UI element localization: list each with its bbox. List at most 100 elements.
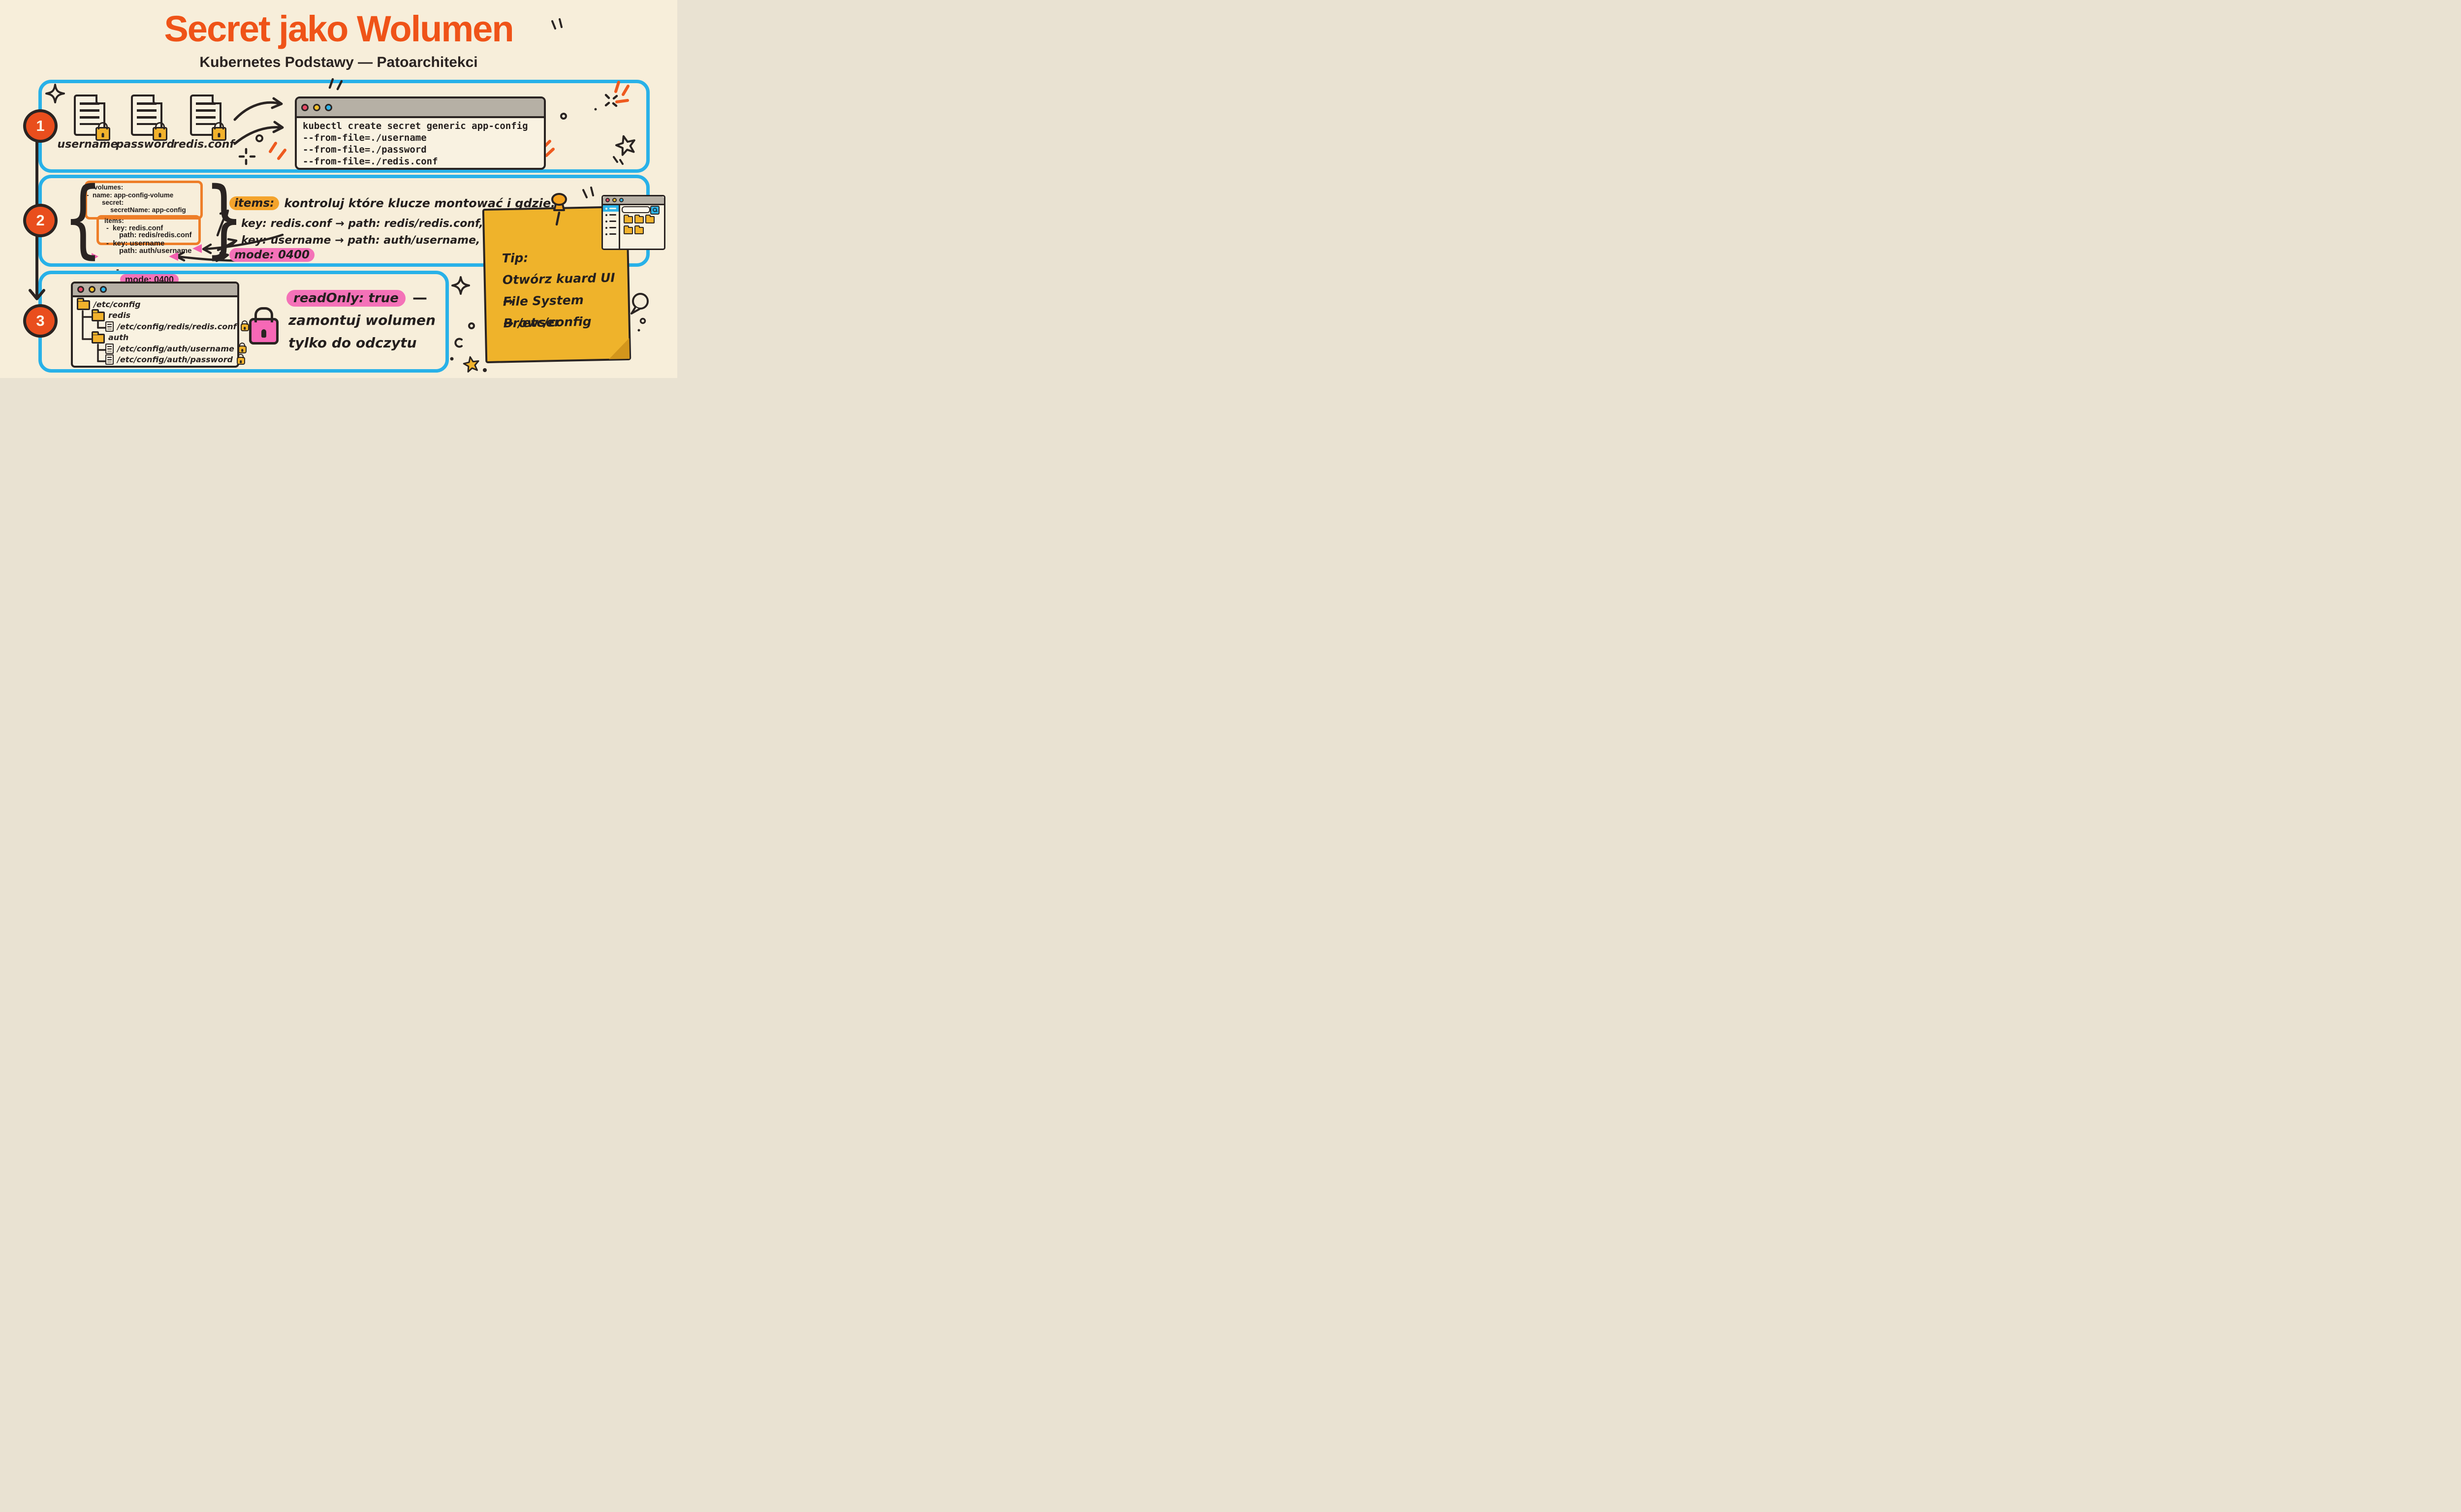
window-dot-red	[605, 198, 610, 202]
readonly-line-3: tylko do odczytu	[288, 335, 417, 351]
terminal-body: kubectl create secret generic app-config…	[303, 120, 541, 167]
terminal-line: --from-file=./password	[303, 144, 427, 155]
text-lines	[137, 102, 157, 125]
window-dot-blue	[100, 286, 107, 293]
folded-corner	[212, 94, 221, 104]
lock-icon	[238, 346, 247, 354]
infographic-canvas: Secret jako Wolumen Kubernetes Podstawy …	[0, 0, 677, 378]
lock-icon	[153, 127, 167, 141]
file-label: password	[116, 138, 175, 151]
tree: /etc/config redis /etc/config/redis/redi…	[73, 298, 249, 366]
file-icon-username	[74, 94, 110, 141]
terminal-line: --from-file=./redis.conf	[303, 156, 438, 167]
folder-icon	[77, 298, 90, 311]
dot-decoration	[450, 357, 454, 361]
tree-row: redis	[73, 309, 237, 321]
window-dot-blue	[325, 103, 332, 111]
tree-label: /etc/config/redis/redis.conf	[117, 321, 237, 331]
speech-bubble-icon	[631, 293, 649, 315]
file-tree-window: /etc/config redis /etc/config/redis/redi…	[71, 282, 249, 368]
folder-icon	[645, 215, 655, 223]
tree-label: /etc/config/auth/password	[117, 355, 233, 365]
terminal-window: kubectl create secret generic app-config…	[295, 96, 546, 170]
folded-corner	[95, 94, 105, 104]
browser-sidebar	[603, 204, 620, 249]
tree-row: /etc/config/redis/redis.conf	[73, 321, 249, 332]
dot-decoration	[637, 329, 640, 332]
highlight-box-volumes	[85, 181, 203, 220]
callout-row-items: items: kontroluj które klucze montować i…	[229, 196, 556, 210]
pushpin-icon	[551, 193, 567, 226]
window-dot-yellow	[313, 103, 320, 111]
step-badge-2: 2	[23, 204, 58, 237]
tree-row: auth	[73, 331, 237, 344]
step-number: 1	[36, 117, 45, 134]
window-titlebar	[73, 284, 237, 297]
folder-icon	[623, 215, 633, 223]
brace-left: {	[63, 169, 103, 268]
file-icon	[105, 343, 114, 354]
text-lines	[196, 102, 216, 125]
file-label: username	[57, 138, 118, 151]
file-label: redis.conf	[173, 138, 234, 151]
tree-label: /etc/config/auth/username	[117, 344, 234, 353]
window-dot-yellow	[89, 286, 95, 293]
yaml-line: - key: redis.conf	[106, 224, 163, 232]
c-curve-decoration	[454, 338, 463, 348]
tree-connectors	[82, 310, 106, 362]
highlight-box-items	[96, 215, 201, 245]
text-lines	[80, 102, 99, 125]
tree-label: /etc/config	[94, 299, 141, 309]
yaml-line: volumes:	[94, 184, 124, 191]
lock-icon	[95, 127, 110, 141]
step-badge-3: 3	[23, 304, 58, 338]
terminal-line: --from-file=./username	[303, 132, 427, 143]
sparkle-icon	[451, 276, 470, 295]
folder-icon	[634, 225, 644, 234]
page-title: Secret jako Wolumen	[164, 8, 514, 49]
yaml-line: - key: username	[106, 239, 165, 248]
readonly-line-2: zamontuj wolumen	[288, 312, 436, 328]
window-titlebar	[297, 98, 544, 118]
dot-decoration	[468, 322, 475, 329]
sidebar-item	[603, 218, 619, 224]
file-browser-window	[601, 195, 665, 250]
callout-row-mode: mode: 0400	[229, 248, 315, 262]
yaml-line: items:	[104, 217, 124, 224]
tree-label: auth	[108, 333, 129, 343]
step-number: 3	[36, 312, 45, 329]
folder-icon	[92, 309, 105, 321]
window-titlebar	[603, 196, 664, 205]
readonly-highlight: readOnly: true	[286, 289, 406, 307]
lock-icon	[236, 356, 245, 365]
items-label-pill: items:	[229, 196, 280, 210]
yaml-line: secret:	[102, 199, 124, 206]
sidebar-item-selected	[603, 205, 619, 212]
tree-row: /etc/config	[73, 298, 237, 311]
file-icon-redis-conf	[190, 94, 226, 141]
file-icon	[105, 354, 114, 365]
note-title: Tip:	[502, 251, 529, 266]
readonly-dash: —	[412, 289, 427, 307]
mapping-line-1: key: redis.conf → path: redis/redis.conf…	[241, 218, 483, 230]
readonly-row: readOnly: true —	[286, 289, 427, 307]
gold-star-icon	[463, 356, 479, 373]
search-input	[622, 206, 650, 213]
sidebar-item	[603, 231, 619, 237]
dot-decoration	[483, 368, 487, 372]
folder-icon	[92, 331, 105, 344]
page-fold	[608, 338, 630, 359]
dot-decoration	[639, 317, 646, 324]
search-button	[650, 206, 660, 215]
window-dot-blue	[619, 198, 624, 202]
window-dot-yellow	[612, 198, 617, 202]
sidebar-item	[603, 212, 619, 218]
page-subtitle: Kubernetes Podstawy — Patoarchitekci	[199, 54, 478, 70]
step-number: 2	[36, 212, 45, 229]
readonly-lock-icon	[249, 318, 279, 345]
window-dot-red	[77, 286, 84, 293]
folder-icon	[623, 225, 633, 234]
tree-row: /etc/config/auth/password	[73, 354, 245, 366]
folded-corner	[153, 94, 162, 104]
terminal-line: kubectl create secret generic app-config	[303, 121, 528, 131]
